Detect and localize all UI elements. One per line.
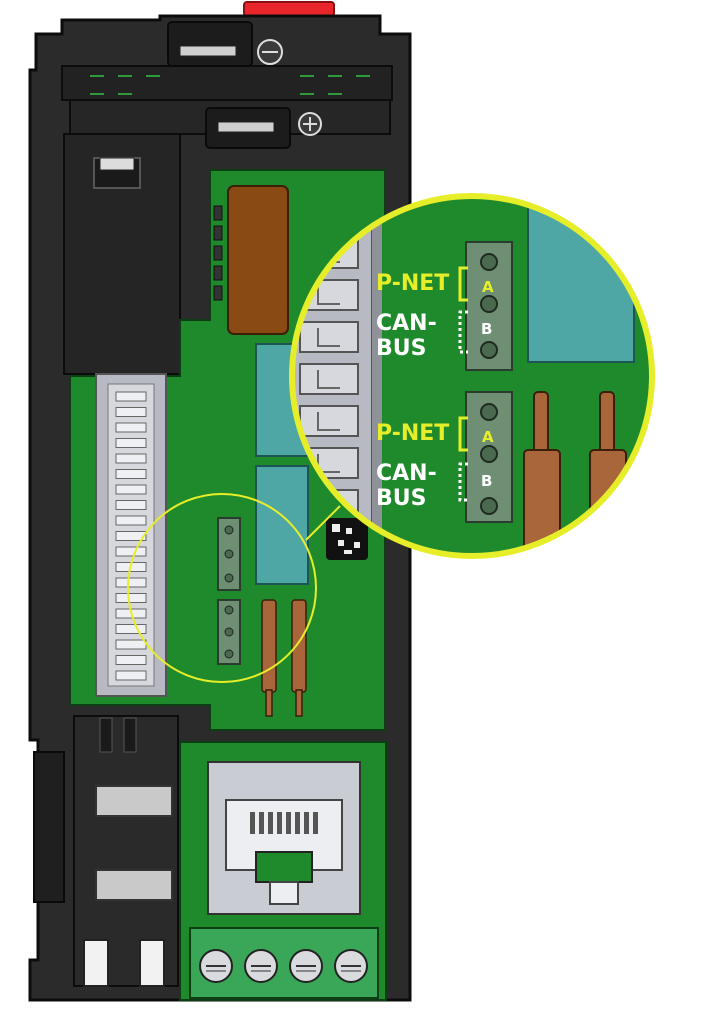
second-latch [205,107,291,149]
top-latch [167,21,253,67]
slot-detail [317,286,340,305]
connector-slot [115,546,147,557]
connector-slot [115,655,147,665]
vent-dashes [90,75,370,95]
connector-slot [115,453,147,464]
slot-detail [317,328,340,347]
connector-slot [299,321,359,353]
canbus-label-lower-2: BUS [376,486,426,511]
slot-detail [317,370,340,389]
teal-component [255,465,309,585]
rj45-pin [286,812,291,834]
canbus-bracket-lower [458,462,468,502]
din-rail-section [33,715,179,987]
terminal-screw-icon [334,949,368,983]
rj45-pin [268,812,273,834]
terminal-screw-icon [244,949,278,983]
pnet-label-upper: P-NET [376,271,449,296]
rj45-pin [295,812,300,834]
connector-slot [115,515,147,526]
connector-slot [115,531,147,541]
rj45-pin [277,812,282,834]
pin-header-small [213,205,223,301]
upper-label-group: P-NET A CAN- BUS B [376,266,494,361]
callout-leader-line [305,505,341,541]
pnet-bracket-upper [458,266,468,302]
connector-slot [115,422,147,433]
terminal-screw-icon [199,949,233,983]
rj45-pin [259,812,264,834]
brown-component [227,185,289,335]
terminal-block [189,927,379,999]
connector-slot [115,639,147,650]
terminal-screw-icon [289,949,323,983]
screw-icon[interactable] [257,39,283,65]
pin-b-label-upper: B [481,320,492,338]
connector-slot [115,670,147,681]
connector-slot [115,391,147,402]
connector-slot [115,438,147,448]
connector-slot [115,624,147,634]
qr-code-icon [326,518,368,560]
pnet-bracket-lower [458,416,468,452]
pin-a-label-lower: A [482,428,494,446]
rj45-pin [313,812,318,834]
pnet-label-lower: P-NET [376,421,449,446]
connector-slot [115,484,147,495]
highlight-circle-small [127,493,317,683]
side-connector [95,373,167,697]
red-top-button[interactable] [243,1,335,17]
connector-slot [299,405,359,437]
connector-slot [115,469,147,479]
pin-header [217,517,241,665]
screw-icon[interactable] [298,112,322,136]
connector-slot [115,577,147,588]
rj45-port-icon[interactable] [207,761,361,915]
canbus-label-upper-2: BUS [376,336,426,361]
pin-b-label-lower: B [481,472,492,490]
pin-a-label-upper: A [482,278,494,296]
canbus-label-upper-1: CAN- [376,311,437,336]
rj45-pin [250,812,255,834]
copper-pins [261,599,307,717]
canbus-label-lower-1: CAN- [376,461,437,486]
connector-slot [115,500,147,510]
rj45-pin [304,812,309,834]
slot-detail [317,412,340,431]
connector-slot [299,363,359,395]
lower-label-group: P-NET A CAN- BUS B [376,416,494,511]
connector-slot [115,407,147,417]
connector-slot [115,593,147,603]
